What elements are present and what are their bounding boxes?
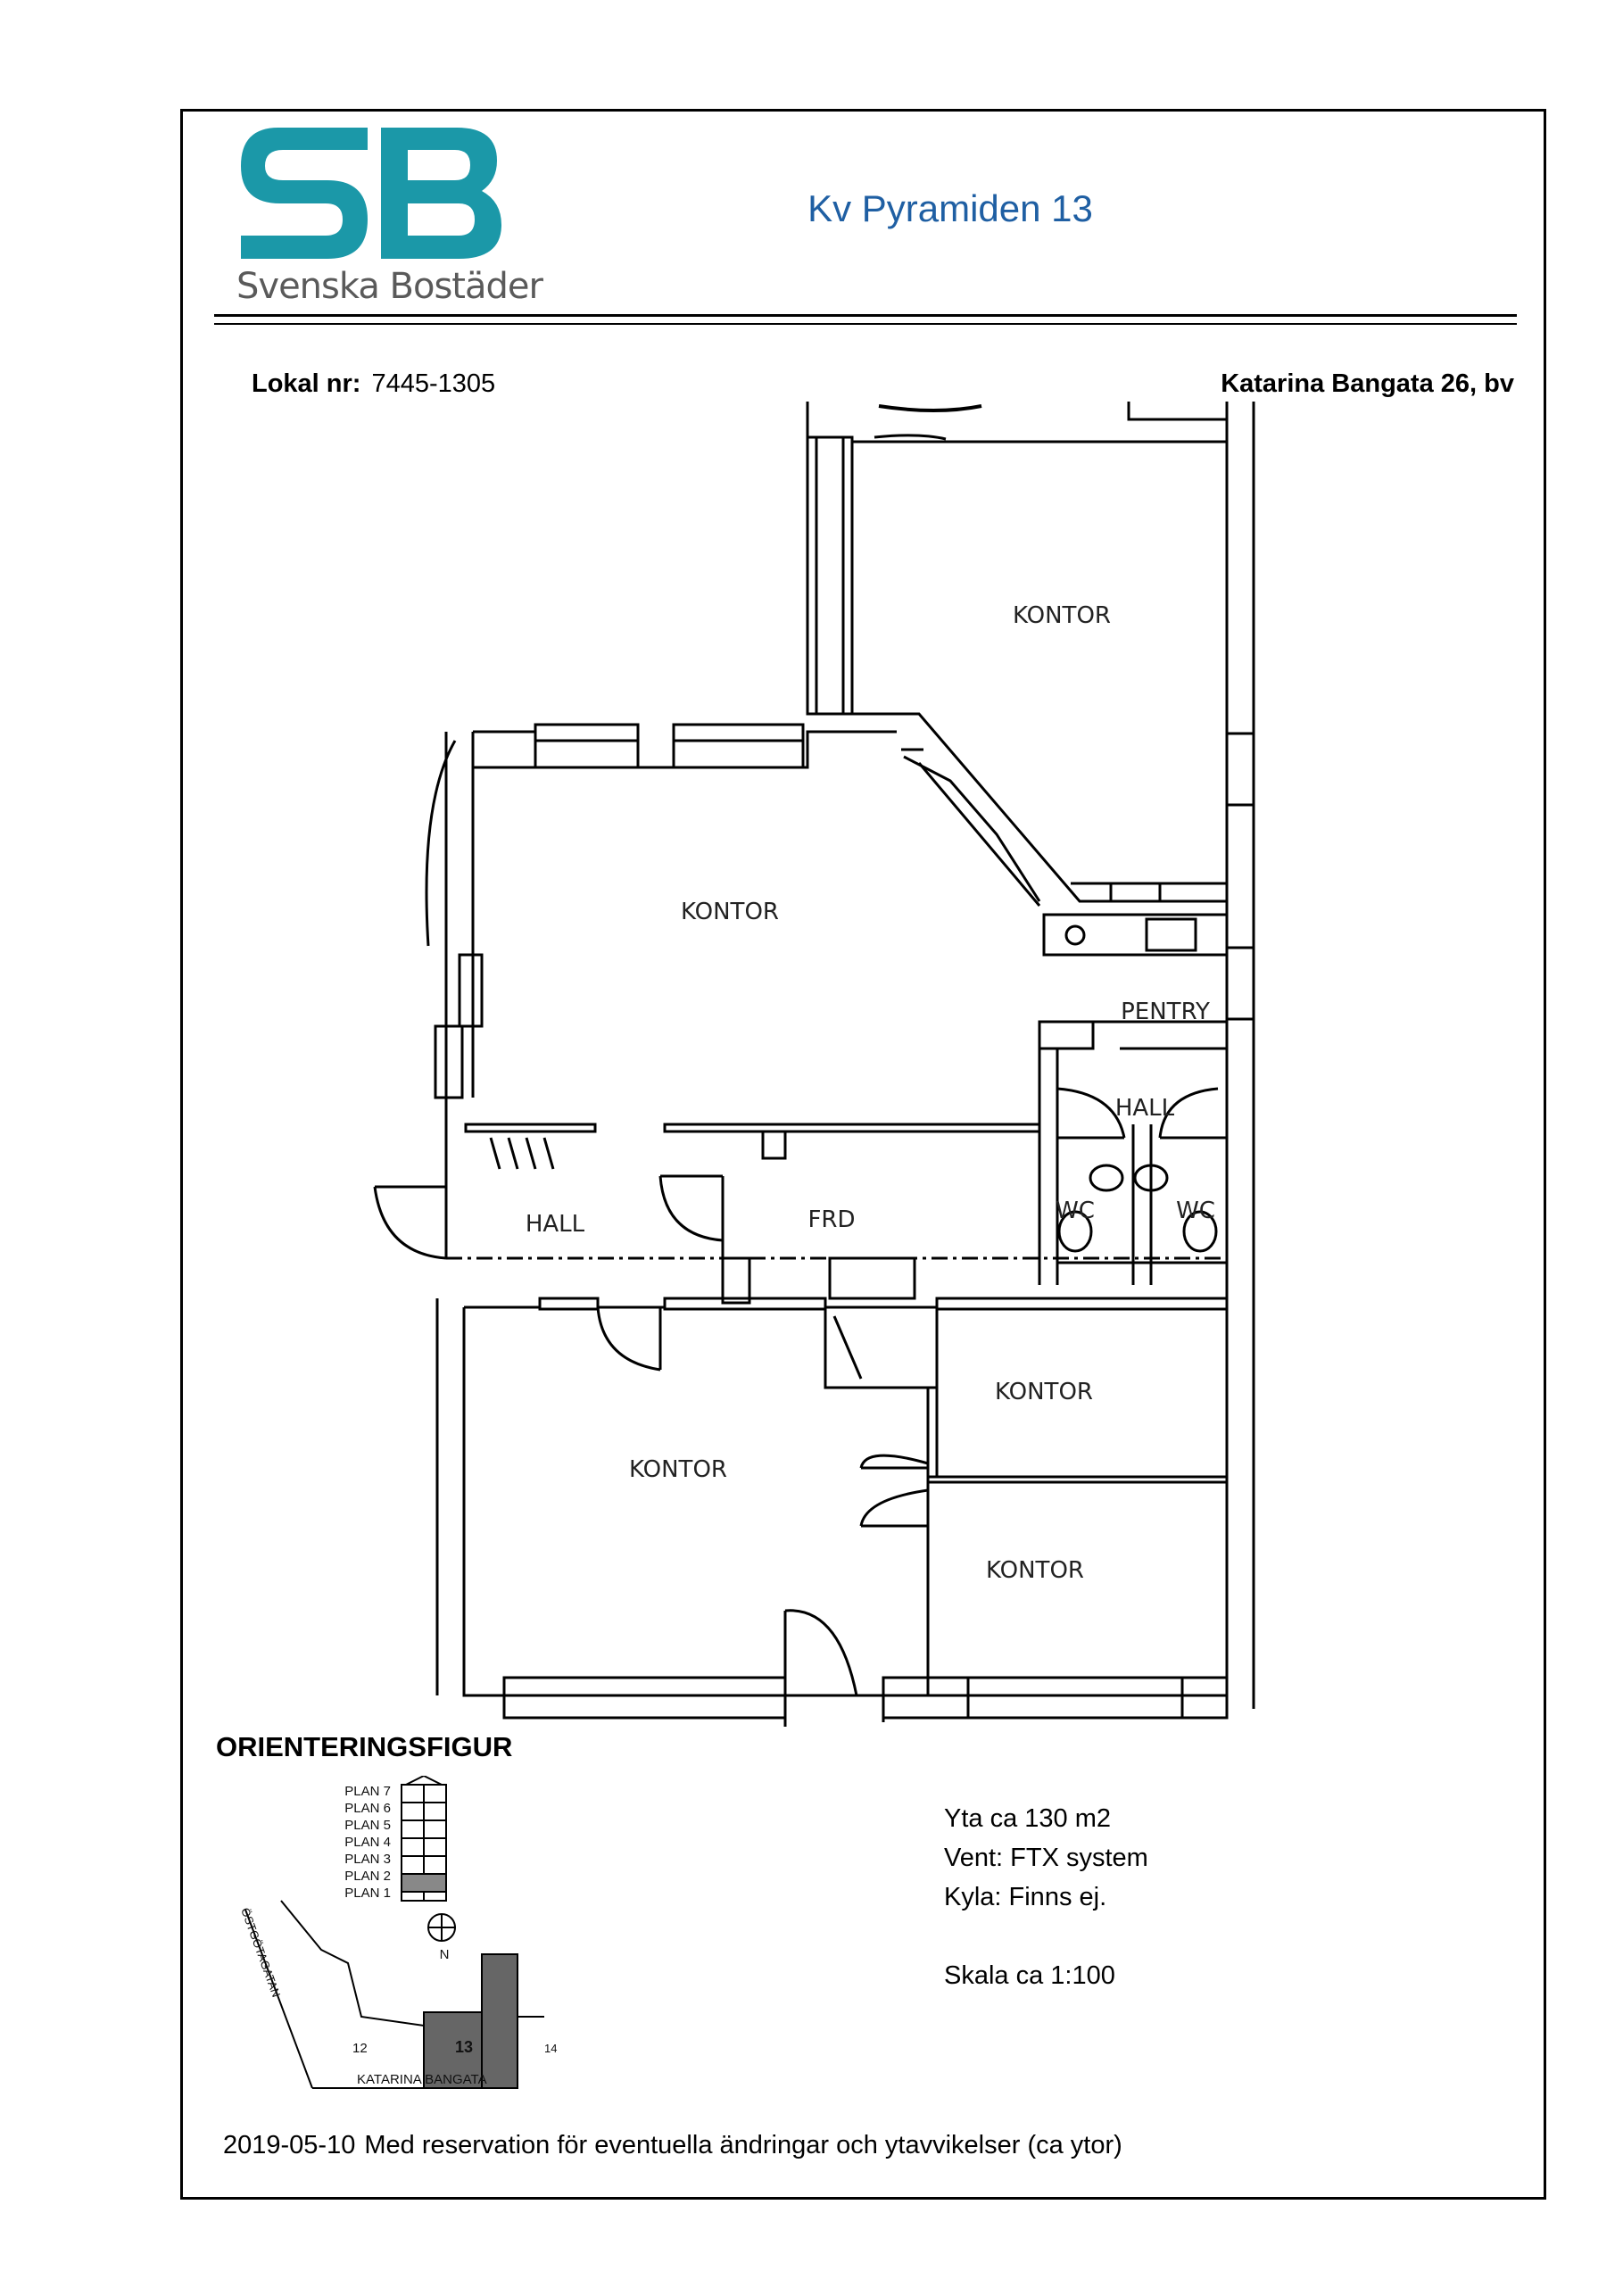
plan-2-label: PLAN 2 — [344, 1869, 391, 1884]
orientation-title: ORIENTERINGSFIGUR — [216, 1731, 513, 1762]
room-kontor-3: KONTOR — [629, 1456, 727, 1483]
street-katarina-bangata: KATARINA BANGATA — [357, 2072, 487, 2087]
header-divider — [214, 314, 1517, 317]
footer-date: 2019-05-10 — [223, 2131, 356, 2159]
page-title: Kv Pyramiden 13 — [807, 187, 1093, 229]
block-12: 12 — [352, 2041, 368, 2056]
room-kontor-2: KONTOR — [681, 899, 779, 925]
logo-wordmark: Svenska Bostäder — [236, 266, 543, 307]
room-frd: FRD — [807, 1206, 855, 1233]
plan-6-label: PLAN 6 — [344, 1801, 391, 1816]
street-ostgotagatan: ÖSTGÖTAGATAN — [238, 1906, 283, 1999]
info-vent: Vent: FTX system — [944, 1844, 1148, 1872]
sb-logo — [241, 128, 501, 259]
room-kontor-4: KONTOR — [995, 1379, 1093, 1405]
plan-4-label: PLAN 4 — [344, 1835, 391, 1850]
plan-5-label: PLAN 5 — [344, 1818, 391, 1833]
plan-7-label: PLAN 7 — [344, 1784, 391, 1799]
info-scale: Skala ca 1:100 — [944, 1961, 1115, 1990]
room-hall-1: HALL — [1115, 1095, 1175, 1122]
room-hall-2: HALL — [526, 1211, 585, 1238]
address: Katarina Bangata 26, bv — [1221, 369, 1514, 398]
block-14: 14 — [544, 2042, 557, 2055]
page-frame — [180, 109, 1546, 2200]
footer-disclaimer: Med reservation för eventuella ändringar… — [364, 2131, 1122, 2159]
footer-note: 2019-05-10 Med reservation för eventuella… — [223, 2131, 1131, 2160]
info-cooling: Kyla: Finns ej. — [944, 1883, 1107, 1911]
lokal-number: Lokal nr: 7445-1305 — [252, 369, 495, 399]
block-13: 13 — [455, 2038, 473, 2056]
north-label: N — [440, 1947, 450, 1962]
plan-1-label: PLAN 1 — [344, 1886, 391, 1901]
room-kontor-1: KONTOR — [1013, 602, 1111, 629]
orientation-figure: PLAN 7 PLAN 6 PLAN 5 PLAN 4 PLAN 3 PLAN … — [238, 1776, 557, 2089]
header-divider-thin — [214, 323, 1517, 325]
room-wc-2: WC — [1176, 1198, 1215, 1224]
lokal-value: 7445-1305 — [371, 369, 496, 398]
plan-3-label: PLAN 3 — [344, 1852, 391, 1867]
info-area: Yta ca 130 m2 — [944, 1804, 1111, 1833]
room-kontor-5: KONTOR — [986, 1557, 1084, 1584]
room-wc-1: WC — [1056, 1198, 1095, 1224]
lokal-label: Lokal nr: — [252, 369, 361, 398]
room-pentry: PENTRY — [1121, 999, 1210, 1025]
